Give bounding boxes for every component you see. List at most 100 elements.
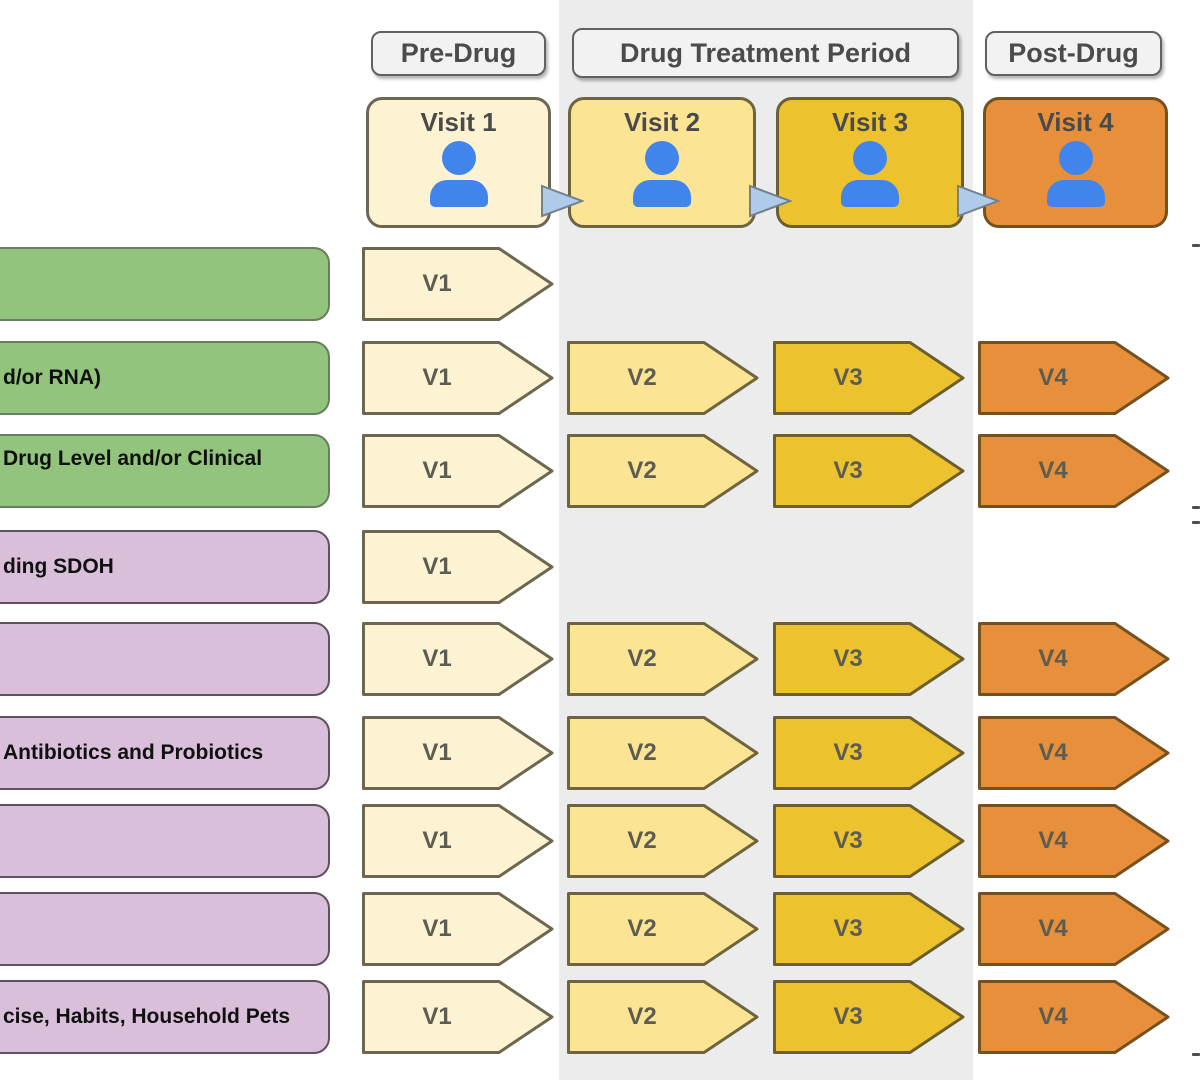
visit-arrow-v2-row-6: V2 [567, 716, 759, 790]
person-icon [1044, 141, 1108, 207]
visit-arrow-v4-row-6: V4 [978, 716, 1170, 790]
person-icon [838, 141, 902, 207]
row-label-text: ding SDOH [3, 555, 114, 578]
visit-arrow-v2-row-8: V2 [567, 892, 759, 966]
pentagon-arrow-shape [567, 980, 759, 1054]
visit-arrow-v2-row-3: V2 [567, 434, 759, 508]
person-torso [633, 180, 691, 207]
person-head [1058, 141, 1093, 175]
visit-tag-label: V2 [627, 457, 657, 484]
phase-label: Drug Treatment Period [619, 37, 912, 68]
pentagon-arrow-shape [362, 247, 554, 321]
phase-label: Post-Drug [1008, 38, 1139, 68]
pentagon-arrow-shape [567, 434, 759, 508]
visit-tag-label: V2 [627, 364, 657, 391]
visit-arrow-v1-row-4: V1 [362, 530, 554, 604]
row-label-3: Drug Level and/or Clinical [0, 434, 330, 508]
visit-arrow-v3-row-9: V3 [773, 980, 965, 1054]
brace-end-mark [1192, 244, 1200, 247]
visit-tag-label: V2 [627, 739, 657, 766]
person-icon [630, 141, 694, 207]
phase-label: Pre-Drug [400, 38, 517, 68]
visit-tag-label: V4 [1038, 739, 1068, 766]
pentagon-arrow-shape [773, 341, 965, 415]
pentagon-arrow-shape [773, 804, 965, 878]
pentagon-arrow-shape [978, 622, 1170, 696]
visit-arrow-v4-row-8: V4 [978, 892, 1170, 966]
row-label-1 [0, 247, 330, 321]
person-torso [841, 180, 899, 207]
visit-arrow-v1-row-6: V1 [362, 716, 554, 790]
visit-arrow-v2-row-5: V2 [567, 622, 759, 696]
pentagon-arrow-shape [362, 804, 554, 878]
visit-arrow-v1-row-5: V1 [362, 622, 554, 696]
row-label-text: d/or RNA) [3, 366, 101, 389]
flow-arrow-icon [749, 184, 792, 218]
visit-4-box: Visit 4 [983, 97, 1168, 228]
visit-tag-label: V2 [627, 1003, 657, 1030]
pentagon-arrow-shape [567, 804, 759, 878]
pentagon-arrow-shape [773, 980, 965, 1054]
pentagon-arrow-shape [978, 434, 1170, 508]
visit-tag-label: V1 [422, 457, 452, 484]
visit-arrow-v2-row-7: V2 [567, 804, 759, 878]
pentagon-arrow-shape [362, 716, 554, 790]
visit-arrow-v3-row-8: V3 [773, 892, 965, 966]
pentagon-arrow-shape [978, 980, 1170, 1054]
flow-arrow-icon [957, 184, 1000, 218]
visit-tag-label: V2 [627, 915, 657, 942]
visit-arrow-v4-row-2: V4 [978, 341, 1170, 415]
pentagon-arrow-shape [773, 892, 965, 966]
visit-arrow-v2-row-2: V2 [567, 341, 759, 415]
person-torso [1046, 180, 1105, 207]
visit-title: Visit 1 [420, 107, 497, 137]
row-label-9: cise, Habits, Household Pets [0, 980, 330, 1054]
visit-arrow-v4-row-9: V4 [978, 980, 1170, 1054]
row-label-6: Antibiotics and Probiotics [0, 716, 330, 790]
visit-tag-label: V2 [627, 827, 657, 854]
visit-arrow-v3-row-3: V3 [773, 434, 965, 508]
visit-arrow-v3-row-6: V3 [773, 716, 965, 790]
visit-arrow-v2-row-9: V2 [567, 980, 759, 1054]
visit-tag-label: V3 [833, 364, 863, 391]
phase-pill-pre-drug: Pre-Drug [371, 31, 546, 76]
visit-arrow-v1-row-3: V1 [362, 434, 554, 508]
pentagon-arrow-shape [567, 892, 759, 966]
visit-arrow-v1-row-1: V1 [362, 247, 554, 321]
visit-tag-label: V2 [627, 645, 657, 672]
pentagon-arrow-shape [978, 341, 1170, 415]
row-label-4: ding SDOH [0, 530, 330, 604]
visit-tag-label: V1 [422, 364, 452, 391]
visit-tag-label: V3 [833, 827, 863, 854]
visit-tag-label: V1 [422, 553, 452, 580]
visit-tag-label: V4 [1038, 645, 1068, 672]
brace-end-mark [1192, 1053, 1200, 1056]
visit-arrow-v4-row-5: V4 [978, 622, 1170, 696]
visit-tag-label: V1 [422, 1003, 452, 1030]
pentagon-arrow-shape [362, 892, 554, 966]
row-label-8 [0, 892, 330, 966]
visit-arrow-v4-row-7: V4 [978, 804, 1170, 878]
row-label-7 [0, 804, 330, 878]
phase-pill-drug-treatment-period: Drug Treatment Period [572, 28, 959, 78]
pentagon-arrow-shape [773, 434, 965, 508]
visit-1-box: Visit 1 [366, 97, 551, 228]
visit-tag-label: V1 [422, 915, 452, 942]
visit-arrow-v1-row-7: V1 [362, 804, 554, 878]
pentagon-arrow-shape [567, 341, 759, 415]
person-head [645, 141, 679, 175]
person-icon [427, 141, 491, 207]
brace-end-mark [1192, 521, 1200, 524]
visit-tag-label: V1 [422, 827, 452, 854]
person-head [441, 141, 476, 175]
visit-tag-label: V1 [422, 739, 452, 766]
pentagon-arrow-shape [978, 716, 1170, 790]
pentagon-arrow-shape [773, 716, 965, 790]
visit-tag-label: V3 [833, 645, 863, 672]
visit-tag-label: V1 [422, 645, 452, 672]
row-label-2: d/or RNA) [0, 341, 330, 415]
row-label-text: cise, Habits, Household Pets [3, 1005, 291, 1028]
visit-title: Visit 3 [831, 107, 909, 137]
pentagon-arrow-shape [978, 804, 1170, 878]
